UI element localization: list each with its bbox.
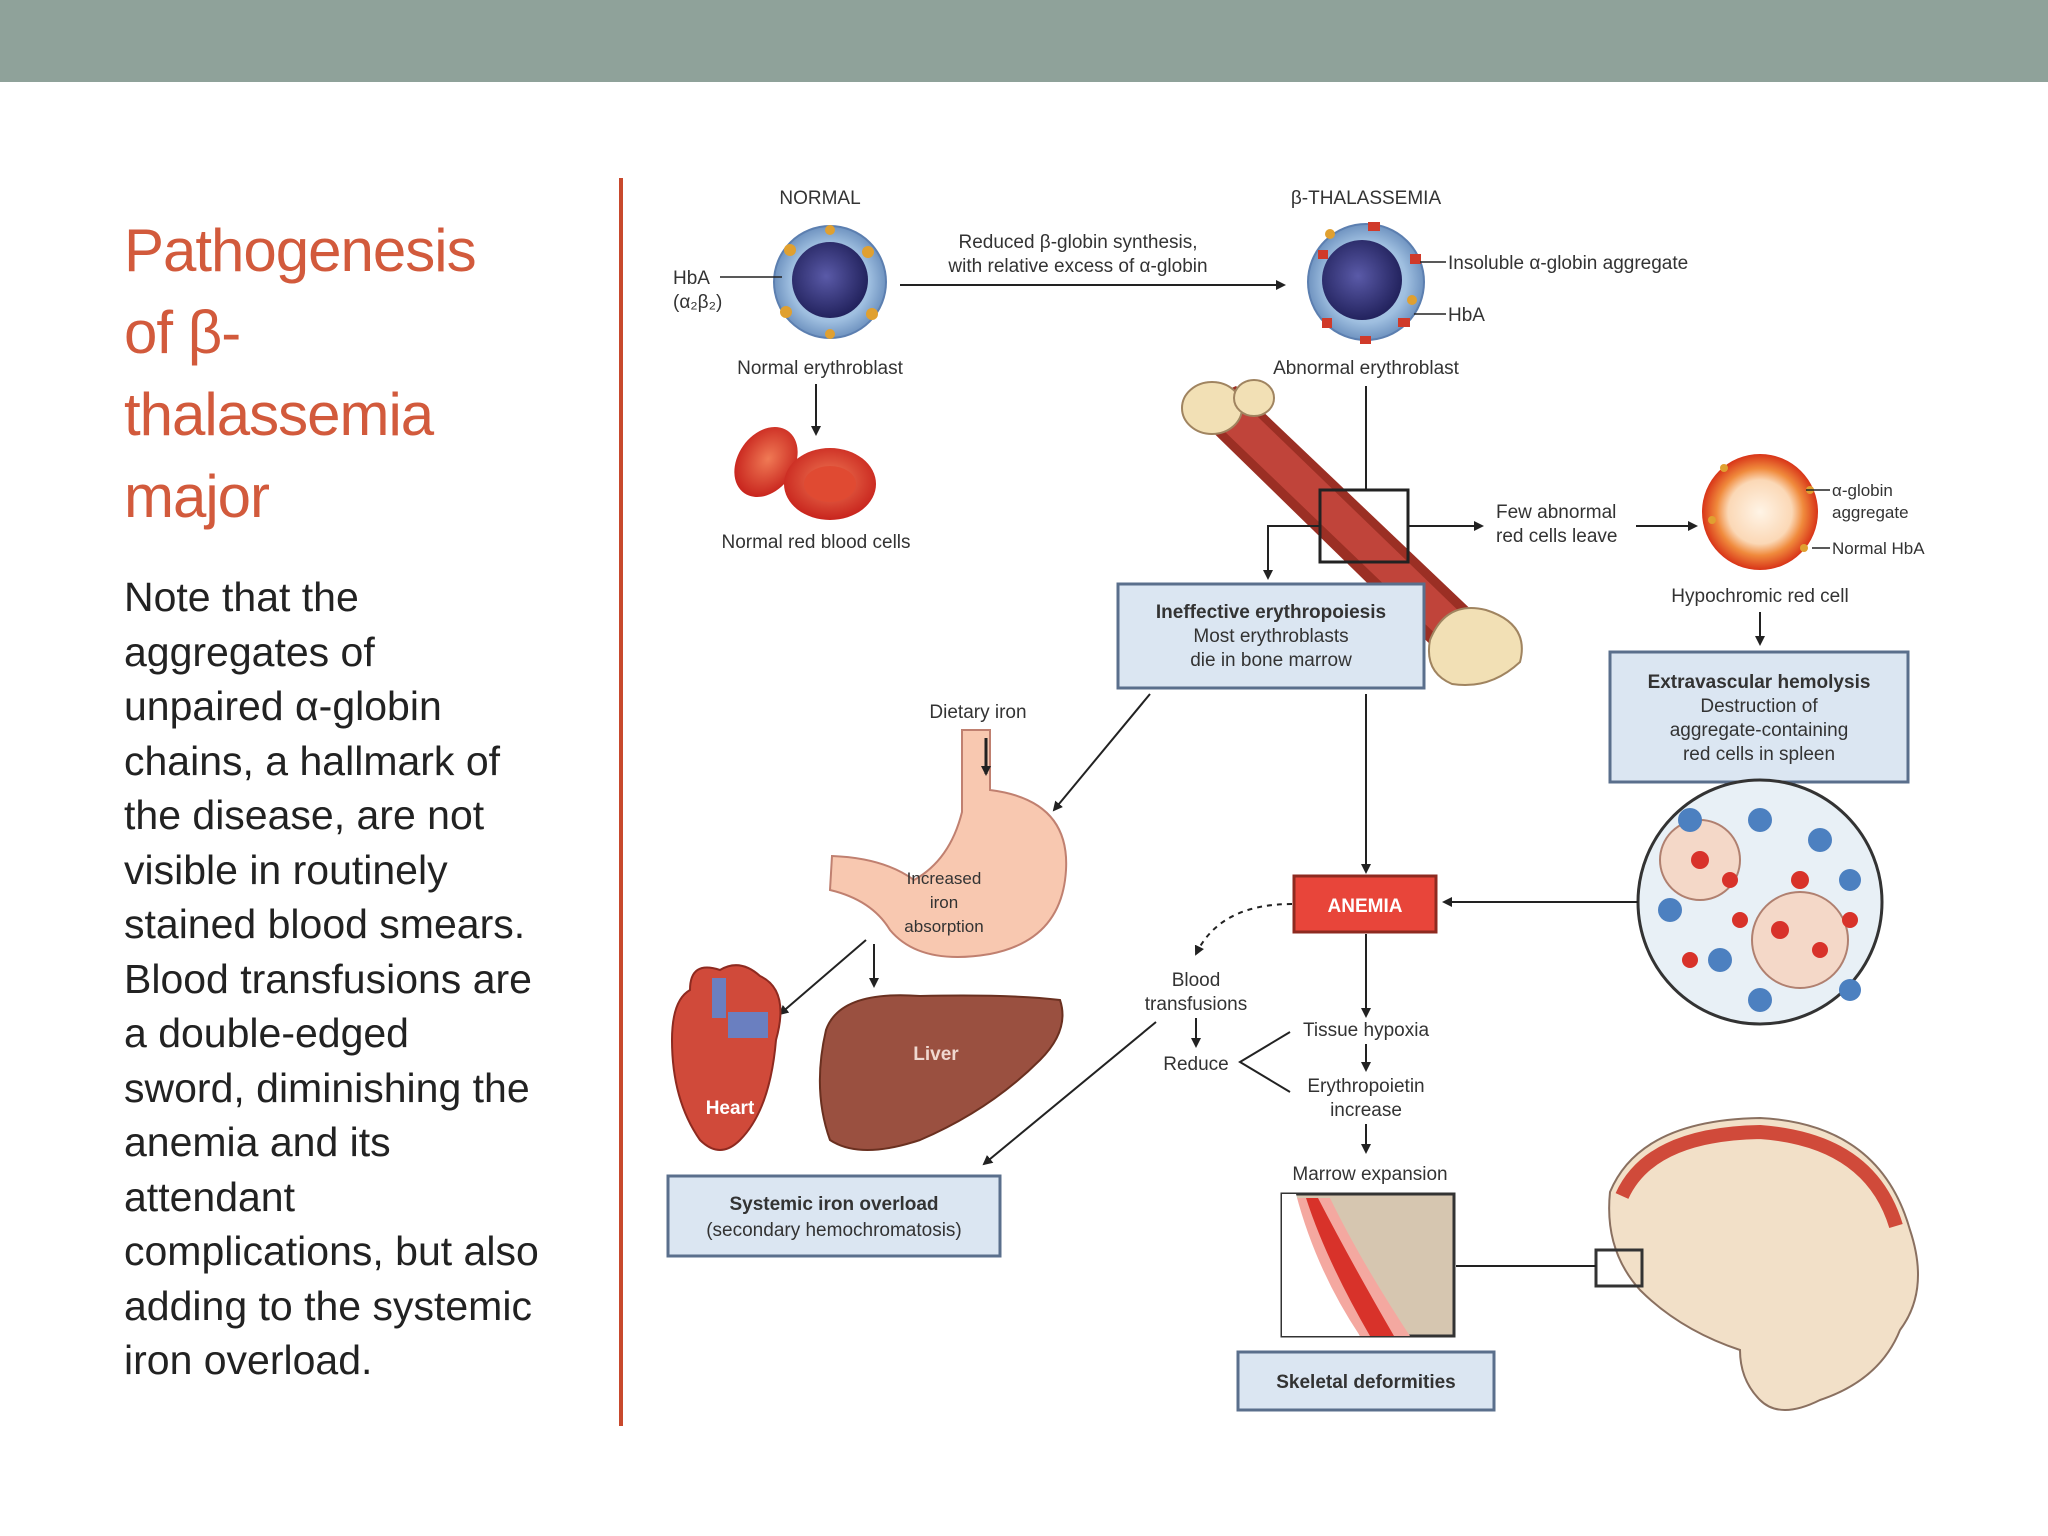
increased-iron-label: absorption xyxy=(904,917,983,936)
liver-label: Liver xyxy=(913,1044,959,1065)
skeletal-label: Skeletal deformities xyxy=(1276,1372,1456,1393)
vertical-divider xyxy=(619,178,623,1426)
systemic-iron-overload-box: Systemic iron overload (secondary hemoch… xyxy=(666,1174,1002,1258)
body-line: attendant xyxy=(124,1173,295,1220)
liver-icon xyxy=(818,994,1064,1151)
normal-hba-label: Normal HbA xyxy=(1832,539,1925,558)
increased-iron-label: Increased xyxy=(907,869,982,888)
title-line: Pathogenesis xyxy=(124,217,477,284)
skeletal-deformities-box: Skeletal deformities xyxy=(1236,1350,1496,1412)
spleen-smear-icon xyxy=(1636,778,1884,1026)
normal-erythroblast-label: Normal erythroblast xyxy=(737,358,903,379)
anemia-box: ANEMIA xyxy=(1292,874,1438,934)
few-abnormal-label: Few abnormal xyxy=(1496,502,1616,523)
extravascular-sub: red cells in spleen xyxy=(1683,744,1835,765)
body-line: visible in routinely xyxy=(124,846,448,893)
body-line: stained blood smears. xyxy=(124,901,526,947)
body-line: iron overload. xyxy=(124,1337,373,1383)
ineffective-erythropoiesis-box: Ineffective erythropoiesis Most erythrob… xyxy=(1116,582,1426,690)
body-line: Note that the xyxy=(124,574,359,620)
dietary-iron-label: Dietary iron xyxy=(929,702,1026,723)
title-line: major xyxy=(124,463,270,530)
increased-iron-label: iron xyxy=(930,893,958,912)
normal-red-blood-cells-icon xyxy=(734,426,876,520)
thal-header: β-THALASSEMIA xyxy=(1291,188,1442,209)
iron-overload-title: Systemic iron overload xyxy=(729,1194,938,1215)
hba-label: HbA xyxy=(673,268,710,289)
abnormal-erythroblast-icon xyxy=(1307,222,1425,344)
reduced-synthesis-label: with relative excess of α-globin xyxy=(947,256,1207,277)
body-line: unpaired α-globin xyxy=(124,683,442,729)
few-abnormal-label: red cells leave xyxy=(1496,526,1617,547)
skull-icon xyxy=(1594,1116,1919,1411)
extravascular-hemolysis-box: Extravascular hemolysis Destruction of a… xyxy=(1608,650,1910,784)
normal-rbc-label: Normal red blood cells xyxy=(721,532,910,553)
extravascular-title: Extravascular hemolysis xyxy=(1648,672,1871,693)
title-line: thalassemia xyxy=(124,381,434,448)
body-line: complications, but also xyxy=(124,1228,539,1274)
alpha-aggregate-label: aggregate xyxy=(1832,503,1909,522)
top-bar xyxy=(0,0,2048,82)
stomach-icon xyxy=(828,729,1068,958)
extravascular-sub: aggregate-containing xyxy=(1670,720,1849,741)
ineffective-sub: die in bone marrow xyxy=(1190,650,1352,671)
body-line: aggregates of xyxy=(124,628,375,675)
ineffective-title: Ineffective erythropoiesis xyxy=(1156,602,1386,623)
body-line: Blood transfusions are xyxy=(124,955,532,1002)
heart-icon xyxy=(670,964,782,1151)
extravascular-sub: Destruction of xyxy=(1700,696,1818,717)
body-line: chains, a hallmark of xyxy=(124,737,501,784)
slide-title: Pathogenesis of β- thalassemia major xyxy=(124,210,584,538)
hba-formula: (α₂β₂) xyxy=(673,292,722,313)
body-line: anemia and its xyxy=(124,1119,391,1165)
epo-label: increase xyxy=(1330,1100,1402,1121)
body-line: the disease, are not xyxy=(124,792,485,838)
thal-hba-label: HbA xyxy=(1448,305,1485,326)
abnormal-erythroblast-label: Abnormal erythroblast xyxy=(1273,358,1460,379)
reduce-label: Reduce xyxy=(1163,1054,1229,1075)
hypochromic-cell-label: Hypochromic red cell xyxy=(1671,586,1848,607)
blood-transfusions-label: transfusions xyxy=(1145,994,1247,1015)
reduced-synthesis-label: Reduced β-globin synthesis, xyxy=(958,232,1197,253)
insoluble-aggregate-label: Insoluble α-globin aggregate xyxy=(1448,253,1688,274)
normal-header: NORMAL xyxy=(779,188,860,209)
blood-transfusions-label: Blood xyxy=(1172,970,1221,991)
hypochromic-red-cell-icon xyxy=(1702,454,1818,570)
slide-body-text: Note that the aggregates of unpaired α-g… xyxy=(124,570,604,1388)
normal-erythroblast-icon xyxy=(773,225,887,339)
body-line: adding to the systemic xyxy=(124,1282,532,1329)
heart-label: Heart xyxy=(706,1098,755,1119)
ineffective-sub: Most erythroblasts xyxy=(1193,626,1348,647)
epo-label: Erythropoietin xyxy=(1307,1076,1424,1097)
marrow-expansion-icon xyxy=(1280,1192,1456,1338)
body-line: sword, diminishing the xyxy=(124,1064,530,1111)
body-line: a double-edged xyxy=(124,1010,409,1056)
tissue-hypoxia-label: Tissue hypoxia xyxy=(1303,1020,1429,1041)
anemia-label: ANEMIA xyxy=(1328,896,1403,917)
iron-overload-sub: (secondary hemochromatosis) xyxy=(706,1220,962,1241)
alpha-aggregate-label: α-globin xyxy=(1832,481,1893,500)
marrow-expansion-label: Marrow expansion xyxy=(1292,1164,1447,1185)
title-line: of β- xyxy=(124,299,241,366)
